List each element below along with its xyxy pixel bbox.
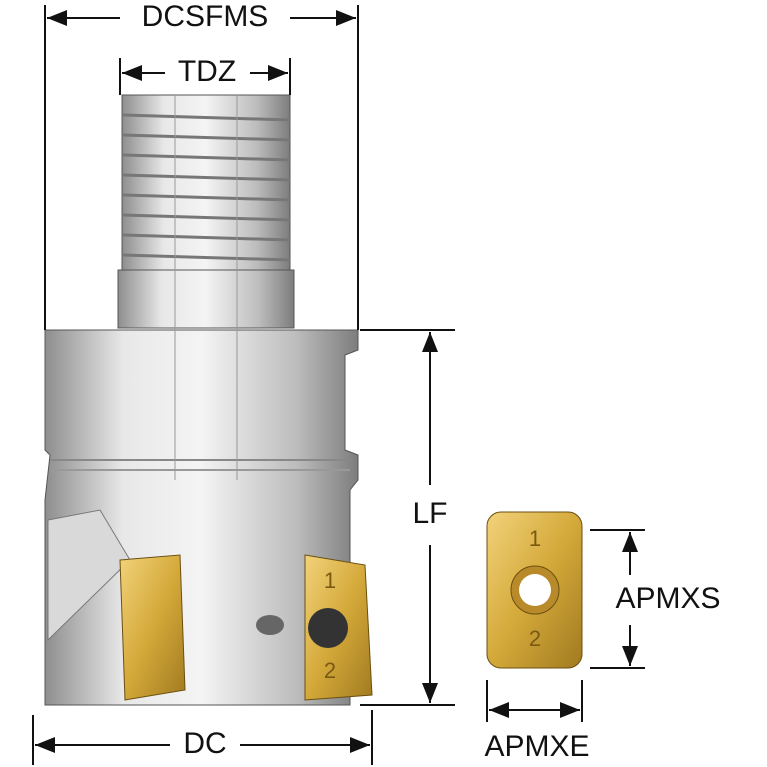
insert-detail-mark-2: 2 (529, 626, 541, 651)
threaded-shank (117, 94, 295, 329)
insert-left (119, 554, 186, 701)
label-dc: DC (183, 727, 226, 760)
insert-right: 1 2 (304, 554, 373, 701)
insert-detail: 1 2 (486, 511, 583, 669)
coolant-hole (256, 615, 284, 635)
torx-screw-icon (308, 608, 348, 648)
insert-hole (519, 574, 551, 606)
label-apmxe: APMXE (484, 730, 589, 763)
dimension-lines (32, 5, 645, 765)
insert-mark-2: 2 (324, 658, 336, 683)
label-dcsfms: DCSFMS (142, 0, 269, 33)
label-lf: LF (412, 497, 447, 530)
insert-mark-1: 1 (324, 568, 336, 593)
insert-detail-mark-1: 1 (529, 526, 541, 551)
label-apmxs: APMXS (615, 582, 720, 615)
label-tdz: TDZ (178, 55, 236, 88)
